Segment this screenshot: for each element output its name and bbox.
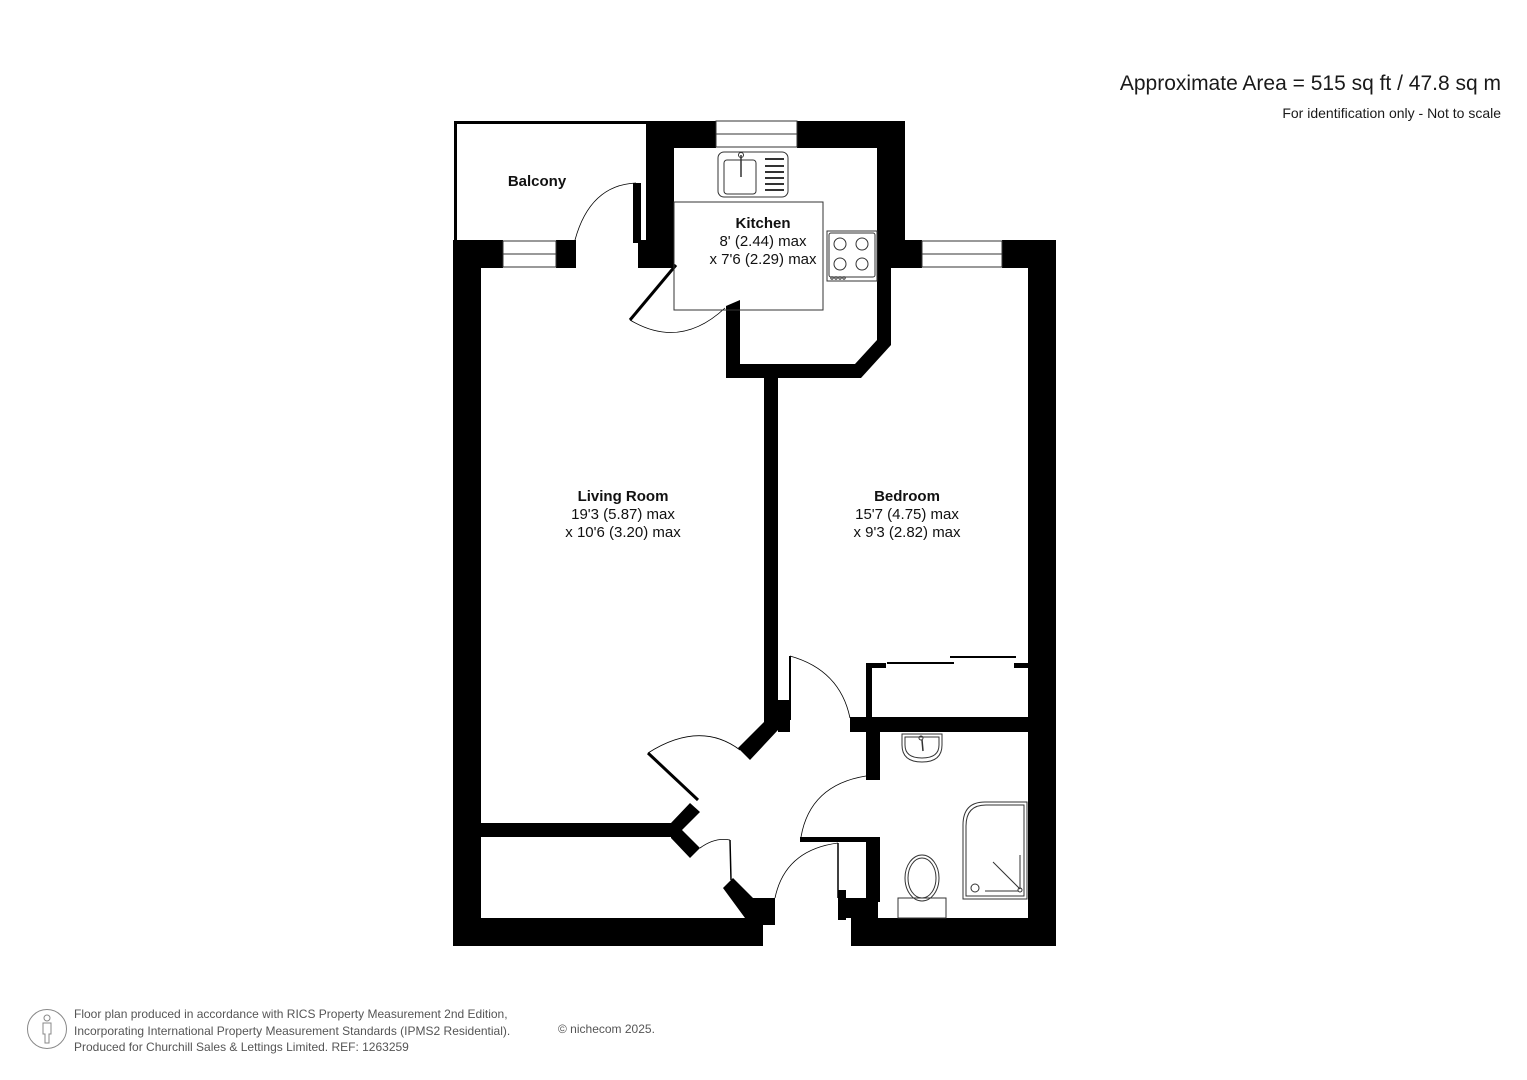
living-room-label: Living Room (578, 488, 669, 505)
living-room-dim-length: 19'3 (5.87) max (571, 506, 675, 523)
toilet-icon (897, 854, 947, 919)
living-room-dim-width: x 10'6 (3.20) max (565, 524, 681, 541)
shower-icon (962, 801, 1028, 900)
kitchen-dim-length: 8' (2.44) max (719, 233, 807, 250)
walls (453, 121, 1056, 946)
sink-icon (717, 151, 789, 198)
footer-line-2: Incorporating International Property Mea… (74, 1023, 511, 1038)
kitchen-label: Kitchen (735, 215, 790, 232)
bedroom-label: Bedroom (874, 488, 940, 505)
basin-icon (901, 733, 943, 763)
copyright: © nichecom 2025. (558, 1022, 655, 1036)
kitchen-dim-width: x 7'6 (2.29) max (709, 251, 817, 268)
scale-disclaimer: For identification only - Not to scale (1282, 105, 1501, 121)
kitchen-worktop (673, 201, 824, 311)
hob-icon (826, 230, 878, 282)
footer-line-1: Floor plan produced in accordance with R… (74, 1007, 508, 1021)
bedroom-dim-width: x 9'3 (2.82) max (853, 524, 961, 541)
footer-line-3: Produced for Churchill Sales & Lettings … (74, 1040, 409, 1054)
person-measure-icon (27, 1009, 67, 1049)
approximate-area: Approximate Area = 515 sq ft / 47.8 sq m (1119, 72, 1501, 95)
windows (502, 120, 1003, 268)
bedroom-dim-length: 15'7 (4.75) max (855, 506, 959, 523)
room-labels: Balcony Kitchen 8' (2.44) max x 7'6 (2.2… (508, 173, 961, 541)
balcony-label: Balcony (508, 173, 567, 190)
doors (574, 182, 1016, 899)
